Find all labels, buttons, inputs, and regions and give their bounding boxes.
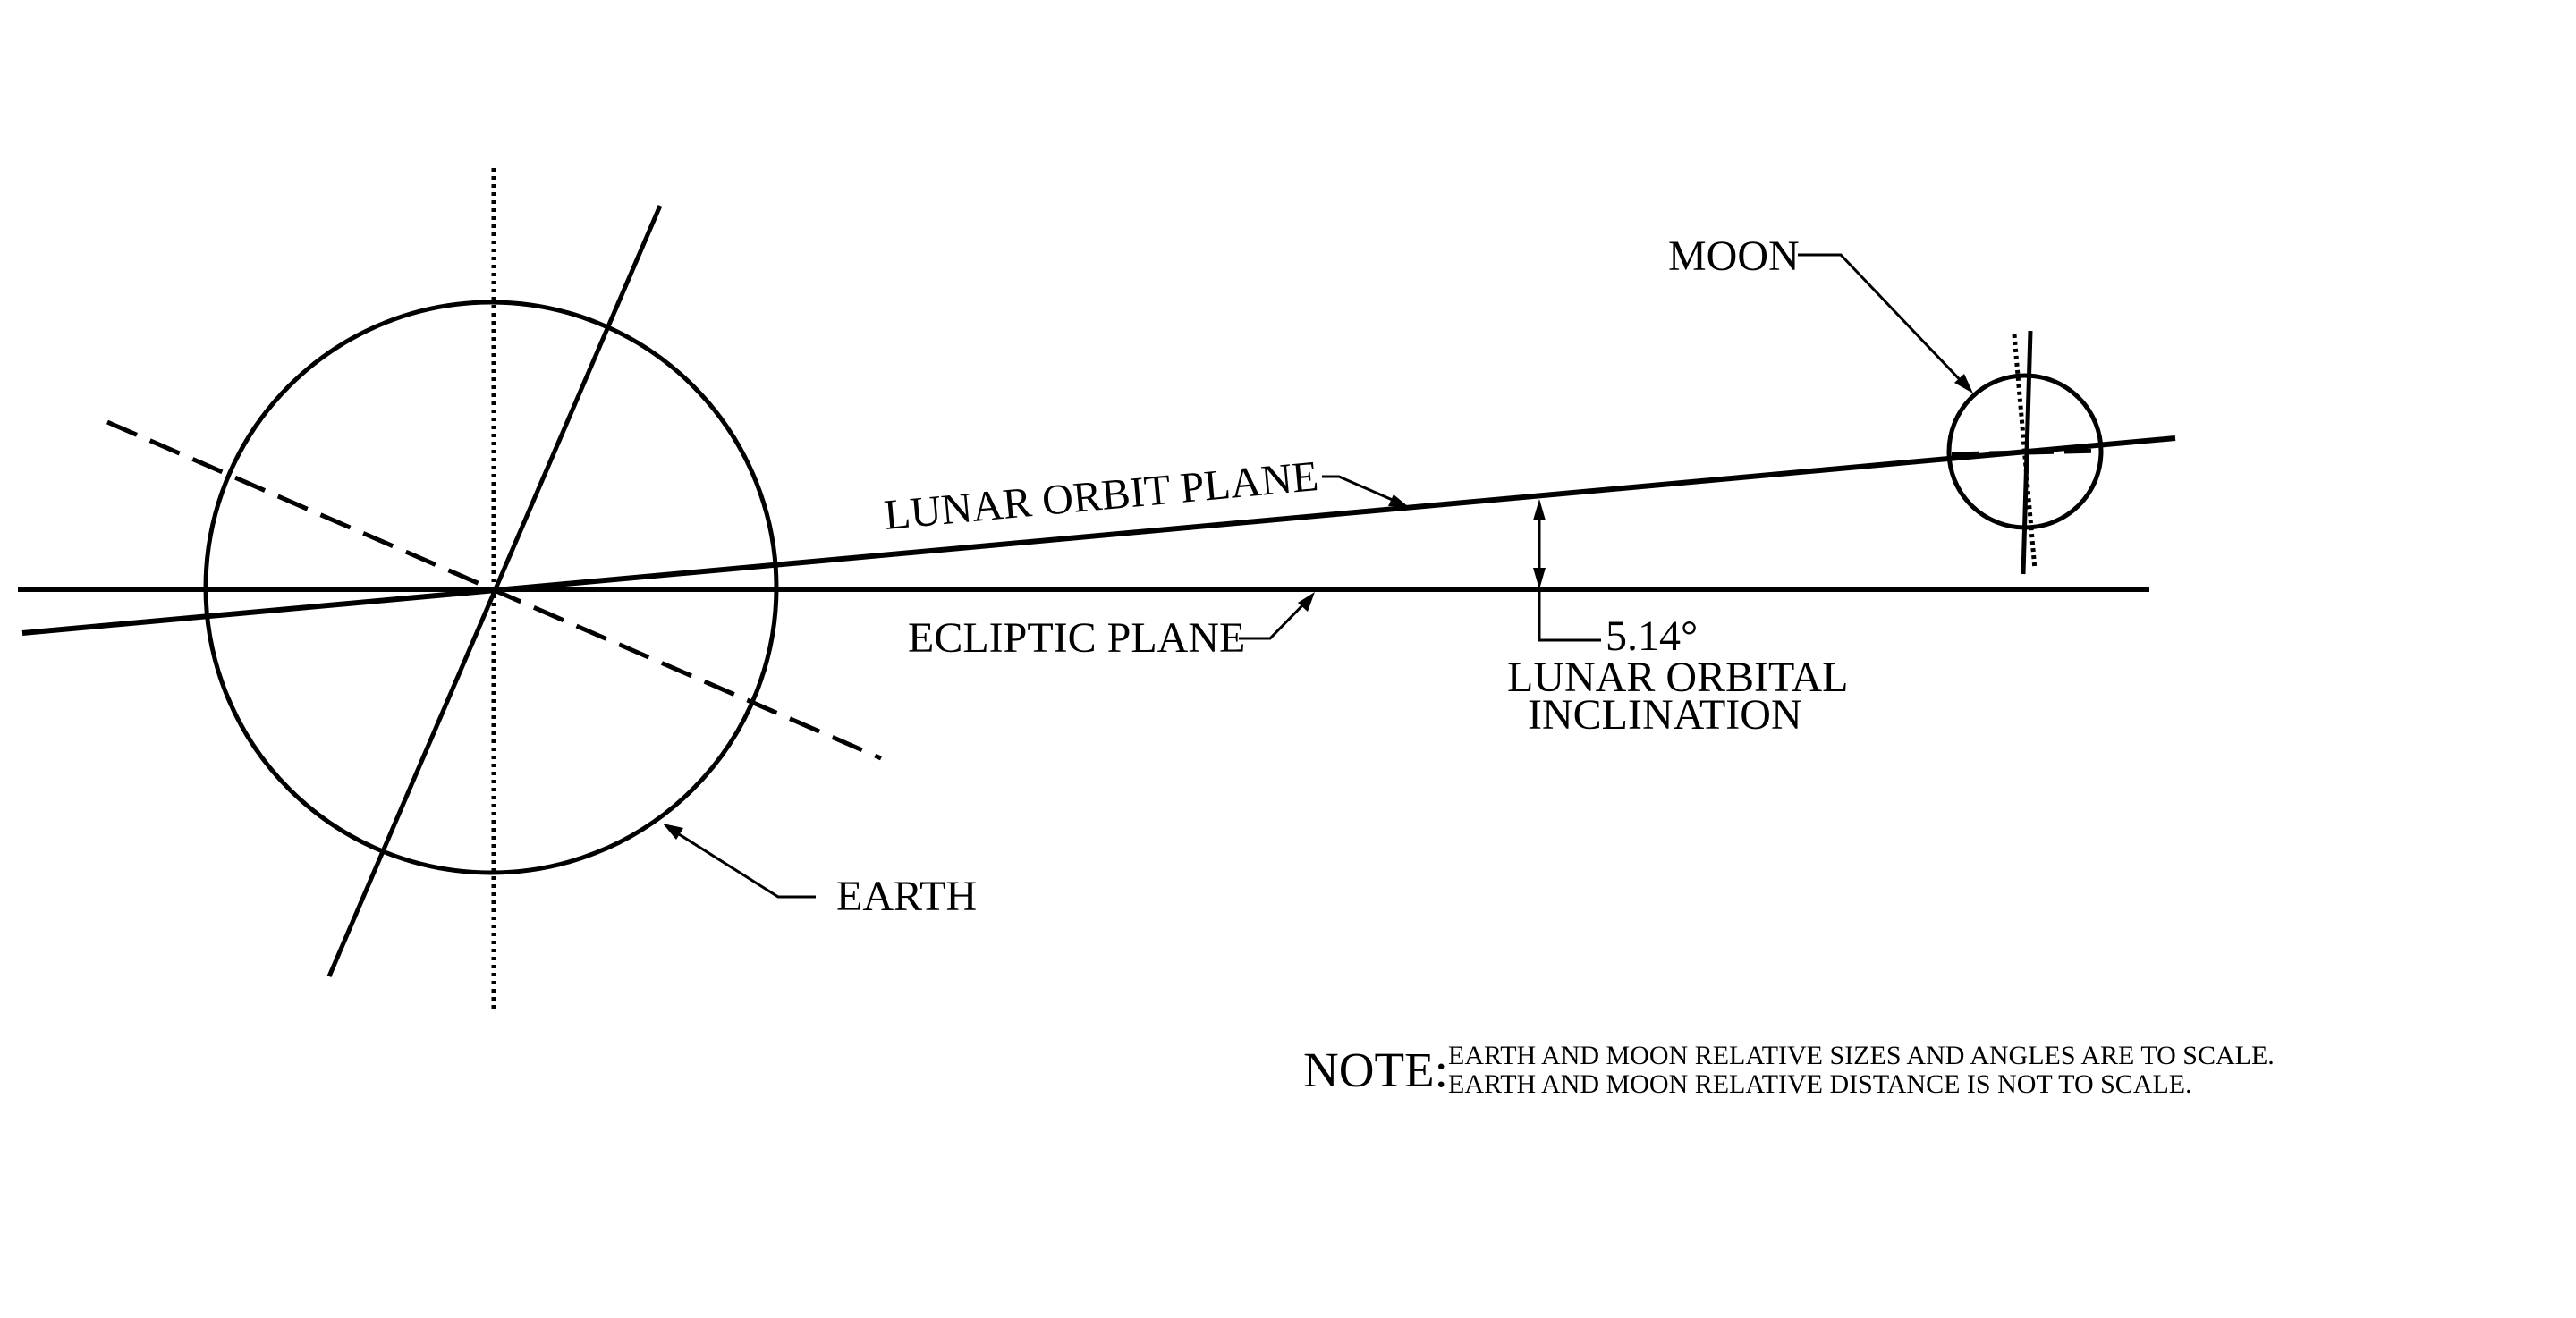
inclination-label-line2: INCLINATION — [1528, 691, 1802, 739]
note-line2: EARTH AND MOON RELATIVE DISTANCE IS NOT … — [1448, 1069, 2192, 1099]
angle-value-label: 5.14° — [1606, 613, 1698, 660]
ecliptic-plane-label: ECLIPTIC PLANE — [908, 614, 1245, 662]
note-prefix: NOTE: — [1303, 1043, 1448, 1097]
moon-label: MOON — [1668, 232, 1800, 280]
lunar-orbit-plane-label: LUNAR ORBIT PLANE — [882, 452, 1320, 539]
earth-leader-arrowhead — [663, 824, 683, 840]
lunar-orbit-leader-arrowhead — [1388, 494, 1409, 507]
lunar-orbit-plane-line — [21, 435, 2176, 636]
ecliptic-leader-line — [1239, 596, 1312, 640]
ecliptic-leader-arrowhead — [1298, 592, 1315, 612]
inclination-arrowhead-bottom — [1533, 568, 1546, 589]
inclination-arrowhead-top — [1533, 499, 1546, 520]
moon-equator-line — [1951, 448, 2103, 457]
angle-leader-line — [1538, 590, 1601, 642]
lunar-orbit-leader-line — [1322, 475, 1403, 506]
earth-label: EARTH — [836, 873, 977, 920]
moon-leader-arrowhead — [1954, 374, 1973, 393]
inclination-label-line1: LUNAR ORBITAL — [1507, 654, 1848, 701]
earth-leader-line — [668, 826, 816, 899]
moon-leader-line — [1798, 253, 1970, 390]
note-line1: EARTH AND MOON RELATIVE SIZES AND ANGLES… — [1448, 1041, 2275, 1070]
